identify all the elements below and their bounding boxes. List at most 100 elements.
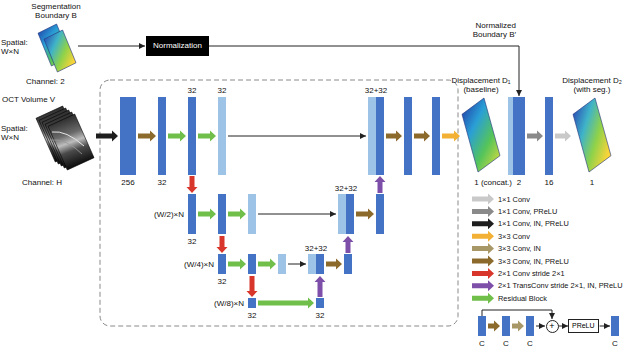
label-text: 32 (218, 86, 227, 95)
boundary-surface (44, 30, 76, 72)
label-text: Segmentation Boundary B (24, 2, 88, 20)
feature-map (368, 97, 376, 175)
label-text: 32 (218, 277, 227, 286)
skip-connection (288, 264, 306, 265)
activation-box: PReLU (568, 319, 599, 333)
sum-circle: + (546, 320, 559, 333)
legend-swatch (472, 293, 494, 304)
block-arrow (386, 131, 402, 142)
legend-swatch (472, 268, 494, 279)
data-line (536, 326, 545, 327)
label-text: Normalized Boundary B′ (452, 21, 516, 39)
feature-map (344, 254, 352, 274)
process-box: Normalization (146, 36, 209, 56)
legend-text: 2×1 TransConv stride 2×1, IN, PReLU (498, 281, 622, 290)
block-arrow (442, 131, 460, 142)
feature-map (338, 194, 346, 234)
label-text: 32+32 (305, 244, 327, 253)
block-arrow (414, 131, 430, 142)
label-text: 16 (545, 178, 554, 187)
label-text: OCT Volume V (2, 95, 55, 104)
label-text: C (527, 339, 533, 348)
label-text: 32 (188, 237, 197, 246)
label-text: (W/4)×N (184, 260, 214, 269)
oct-layer (50, 140, 82, 154)
node-text: + (549, 322, 554, 331)
legend-text: 1×1 Conv (498, 195, 530, 204)
block-arrow (258, 259, 276, 270)
legend-swatch (472, 218, 494, 229)
node-text: PReLU (572, 322, 595, 330)
skip-connection (228, 136, 366, 137)
feature-map (308, 254, 316, 274)
block-arrow (488, 321, 500, 332)
legend-text: 3×3 Conv, IN, PReLU (498, 257, 569, 266)
feature-map (513, 97, 525, 175)
block-arrow (138, 131, 156, 142)
legend-swatch (472, 231, 494, 242)
label-text: 32+32 (335, 184, 357, 193)
block-arrow (356, 209, 374, 220)
feature-map (478, 316, 486, 336)
label-text: C (503, 339, 509, 348)
feature-map (376, 194, 384, 234)
feature-map (376, 97, 384, 175)
label-text: 32 (316, 311, 325, 320)
legend-text: 3×3 Conv (498, 232, 530, 241)
legend-swatch (472, 194, 494, 205)
skip-connection (482, 310, 552, 319)
feature-map (248, 298, 256, 308)
block-arrow (375, 176, 386, 193)
node-text: Normalization (153, 41, 202, 51)
label-text: Channel: 2 (26, 77, 65, 86)
block-arrow (228, 209, 246, 220)
block-arrow (217, 236, 228, 253)
feature-map (404, 97, 412, 175)
label-text: 2 (517, 178, 521, 187)
feature-map (158, 97, 166, 175)
label-text: 1 (590, 178, 594, 187)
feature-map (248, 194, 256, 234)
feature-map (526, 316, 534, 336)
feature-map (316, 254, 324, 274)
feature-map (545, 97, 553, 175)
block-arrow (198, 209, 216, 220)
feature-map (218, 97, 226, 175)
label-text: C (479, 339, 485, 348)
unet-frame (100, 80, 458, 326)
label-text: (W/8)×N (214, 299, 244, 308)
block-arrow (343, 236, 354, 253)
block-arrow (527, 131, 543, 142)
legend-text: 3×3 Conv, IN (498, 244, 541, 253)
feature-map (218, 194, 226, 234)
feature-map (188, 194, 196, 234)
legend-swatch (472, 206, 494, 217)
block-arrow (187, 176, 198, 193)
block-arrow (315, 276, 326, 297)
displacement-surface (462, 98, 500, 172)
displacement-surface (573, 98, 611, 172)
data-line (209, 46, 519, 96)
label-text: 32 (188, 86, 197, 95)
connector (559, 326, 569, 327)
feature-map (611, 316, 619, 336)
label-text: 32+32 (365, 86, 387, 95)
feature-map (432, 97, 440, 175)
label-text: 32 (158, 178, 167, 187)
block-arrow (512, 321, 524, 332)
label-text: 1 (concat.) (474, 178, 512, 187)
skip-connection (258, 214, 336, 215)
block-arrow (228, 259, 246, 270)
feature-map (508, 97, 513, 175)
data-line (78, 46, 145, 47)
label-text: Channel: H (22, 178, 62, 187)
block-arrow (96, 131, 118, 142)
feature-map (248, 254, 256, 274)
label-text: Spatial: W×N (1, 38, 35, 56)
feature-map (346, 194, 354, 234)
label-text: Displacement D₂ (with seg.) (555, 76, 629, 94)
legend-swatch (472, 243, 494, 254)
legend-swatch (472, 280, 494, 291)
